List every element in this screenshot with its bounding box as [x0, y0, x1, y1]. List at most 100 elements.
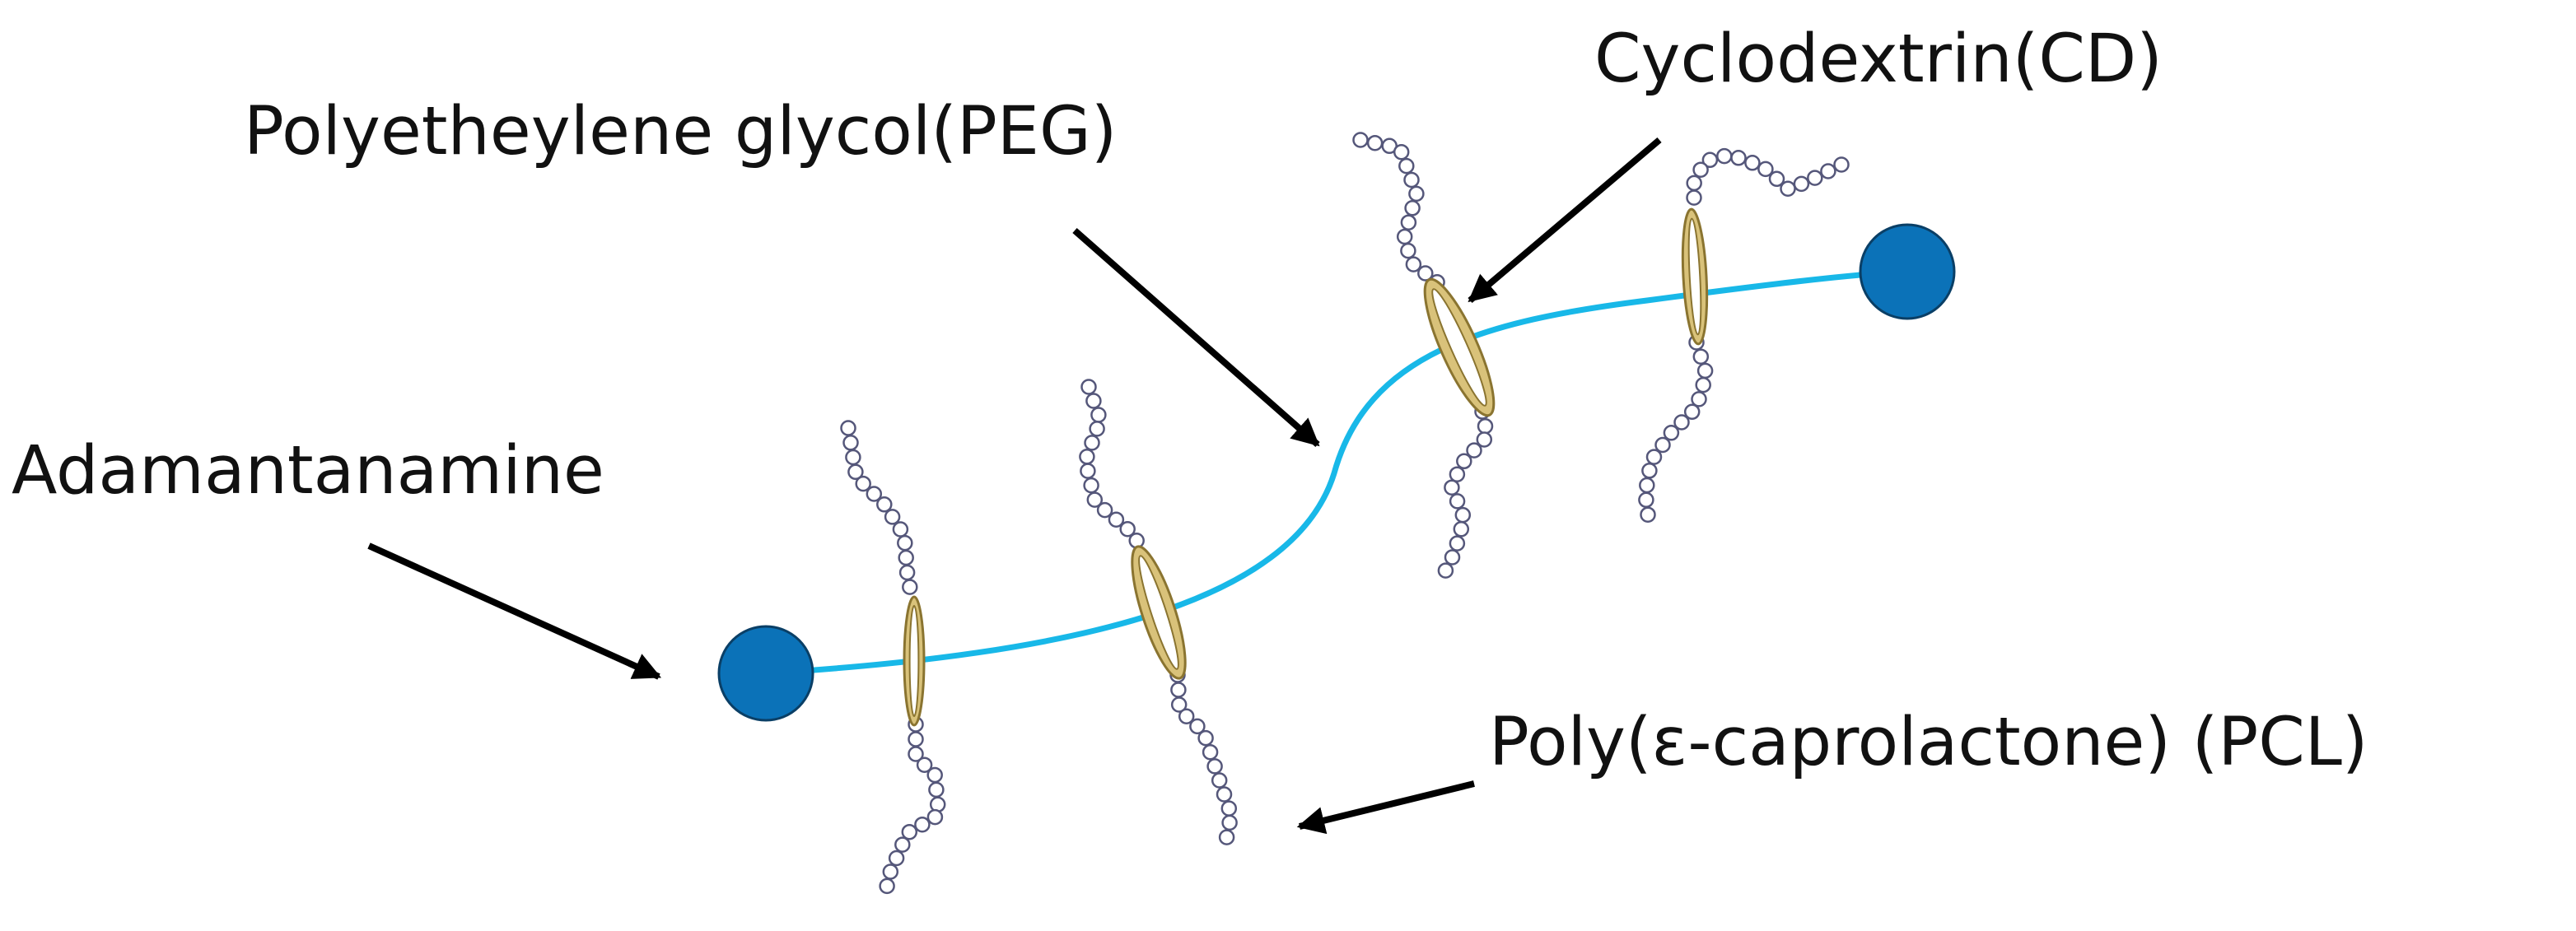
pcl-bead	[1128, 533, 1145, 549]
pcl-bead	[1170, 696, 1188, 713]
pcl-bead	[1476, 431, 1493, 448]
pcl-bead	[1080, 463, 1096, 479]
cd-ring-icon	[1681, 207, 1709, 346]
end-cap-left-icon	[717, 625, 814, 722]
pcl-bead	[1820, 163, 1836, 179]
pcl-bead	[1086, 491, 1104, 508]
pcl-bead	[1444, 479, 1460, 496]
pcl-bead	[1780, 180, 1796, 197]
pcl-bead	[888, 850, 905, 867]
peg-label: Polyetheylene glycol(PEG)	[244, 93, 1118, 170]
pcl-bead	[1454, 506, 1472, 524]
pcl-bead	[1090, 407, 1107, 423]
pcl-bead	[855, 475, 871, 492]
pcl-bead	[1084, 435, 1100, 451]
pcl-bead	[914, 816, 931, 833]
pcl-bead	[1444, 549, 1461, 566]
pcl-chain-icon	[1169, 667, 1238, 845]
pcl-bead	[1757, 161, 1774, 178]
pcl-bead	[901, 823, 918, 840]
pcl-bead	[1639, 477, 1655, 494]
pcl-bead	[1645, 449, 1663, 465]
pcl-bead	[897, 534, 913, 552]
pcl-bead	[1654, 436, 1671, 454]
pcl-bead	[1083, 477, 1099, 494]
pcl-bead	[882, 864, 899, 880]
pcl-bead	[894, 836, 911, 853]
pcl-bead	[1449, 535, 1466, 552]
pcl-bead	[1220, 800, 1238, 817]
pcl-bead	[1701, 151, 1719, 169]
cd-ring-icon	[1423, 277, 1496, 417]
pcl-bead	[926, 808, 944, 826]
pcl-bead	[1417, 265, 1434, 282]
pcl-bead	[1673, 414, 1690, 431]
pcl-bead	[1178, 708, 1195, 724]
pcl-bead	[892, 521, 909, 538]
pcl-bead	[1170, 682, 1187, 698]
cd-ring-icon	[903, 595, 926, 727]
cd-rings	[903, 207, 1709, 727]
pcl-bead	[1393, 143, 1410, 161]
pcl-bead	[1807, 170, 1823, 186]
pcl-bead	[1638, 491, 1654, 509]
pcl-bead	[1640, 506, 1656, 523]
pcl-chain-icon	[1079, 379, 1145, 549]
pcl-bead	[1663, 425, 1680, 441]
pcl-bead	[1206, 758, 1223, 775]
pcl-bead	[1453, 521, 1470, 538]
pcl-bead	[926, 766, 943, 784]
pcl-bead	[1683, 403, 1701, 421]
pcl-bead	[1119, 520, 1136, 538]
pcl-bead	[1396, 228, 1413, 245]
pcl-chain-icon	[840, 420, 918, 595]
pcl-bead	[1477, 417, 1494, 435]
pcl-bead	[1352, 132, 1369, 148]
pcl-bead	[1403, 171, 1420, 189]
pcl-bead	[902, 579, 918, 595]
peg-axle	[765, 268, 1908, 677]
pcl-bead	[1216, 786, 1233, 803]
pcl-bead	[1202, 743, 1219, 761]
pcl-bead	[1189, 718, 1206, 735]
pcl-bead	[884, 509, 901, 525]
adamantanamine-label: Adamantanamine	[12, 432, 604, 510]
pcl-bead	[1695, 376, 1711, 393]
pcl-bead	[1211, 772, 1228, 789]
pcl-bead	[1456, 453, 1472, 470]
pcl-bead	[1691, 391, 1707, 407]
pcl-bead	[1398, 157, 1415, 175]
arrow-cd	[1468, 137, 1662, 304]
pcl-bead	[898, 564, 916, 581]
pcl-bead	[1404, 200, 1421, 216]
pcl-bead	[840, 420, 856, 436]
pcl-label: Poly(ε-caprolactone) (PCL)	[1489, 704, 2368, 781]
pcl-bead	[1692, 348, 1710, 365]
pcl-bead	[1466, 442, 1482, 459]
pcl-chain-icon	[879, 716, 946, 895]
pcl-bead	[1405, 256, 1422, 272]
pcl-bead	[1108, 511, 1125, 528]
arrow-adamantanamine	[367, 542, 662, 680]
pcl-bead	[1768, 170, 1785, 188]
pcl-bead	[1641, 463, 1658, 479]
pcl-chain-icon	[1437, 403, 1494, 579]
pcl-bead	[898, 549, 914, 566]
pcl-bead	[1085, 393, 1102, 409]
pcl-bead	[1096, 501, 1113, 519]
pcl-bead	[1400, 214, 1417, 230]
pcl-bead	[866, 486, 883, 502]
pcl-bead	[1730, 150, 1747, 166]
pcl-bead	[1686, 175, 1702, 192]
pcl-chain-icon	[1352, 132, 1445, 291]
pcl-bead	[908, 746, 924, 762]
pcl-bead	[1080, 379, 1097, 395]
pcl-bead	[1793, 175, 1810, 193]
pcl-chain-icon	[1638, 334, 1714, 523]
pcl-bead	[1197, 729, 1214, 747]
pcl-bead	[1437, 562, 1454, 579]
pcl-bead	[1449, 466, 1466, 482]
pcl-bead	[1696, 362, 1714, 379]
